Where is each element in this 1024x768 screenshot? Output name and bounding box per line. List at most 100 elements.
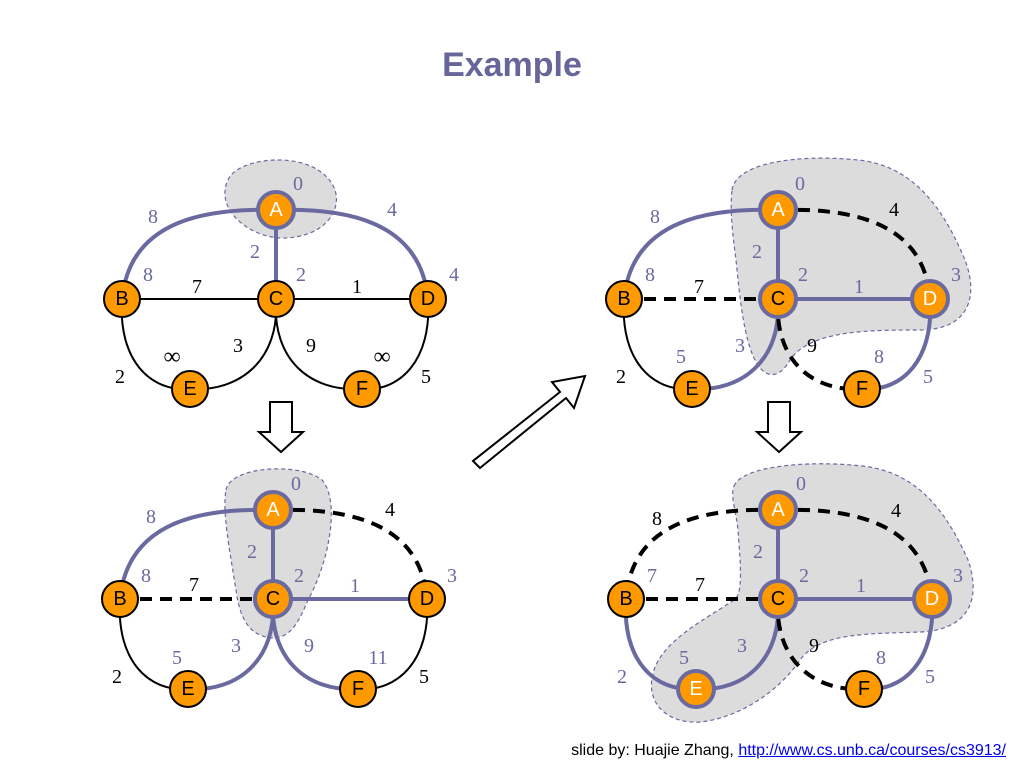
dist-B: 8 xyxy=(141,565,151,587)
node-B xyxy=(605,280,643,318)
diagonal-arrow xyxy=(471,374,587,470)
edge-AB xyxy=(624,507,779,600)
node-B-label: B xyxy=(113,588,126,610)
slide-credit: slide by: Huajie Zhang, http://www.cs.un… xyxy=(571,742,1006,760)
node-A xyxy=(758,190,798,230)
dist-F: 8 xyxy=(876,647,886,669)
node-C xyxy=(253,579,293,619)
node-B xyxy=(101,580,139,618)
node-A xyxy=(256,190,296,230)
edge-AB xyxy=(118,507,274,600)
dist-D: 3 xyxy=(447,565,457,587)
node-B-label: B xyxy=(115,288,128,310)
weight-AC: 2 xyxy=(753,541,763,563)
panel-4: 8 4 2 7 1 2 3 9 5 0 7 2 3 5 8 A B C D E … xyxy=(607,463,974,723)
weight-CE: 3 xyxy=(737,635,747,657)
node-F xyxy=(343,370,381,408)
node-A-label: A xyxy=(771,199,785,221)
weight-AB: 8 xyxy=(146,506,156,528)
weight-BE: 2 xyxy=(112,666,122,688)
node-B xyxy=(103,280,141,318)
weight-CE: 3 xyxy=(233,335,243,357)
dist-C: 2 xyxy=(296,264,306,286)
weight-BE: 2 xyxy=(617,666,627,688)
node-C-label: C xyxy=(266,588,280,610)
node-E-label: E xyxy=(183,378,196,400)
dist-F: 8 xyxy=(874,346,884,368)
node-F xyxy=(843,370,881,408)
node-D-label: D xyxy=(420,588,434,610)
credit-link[interactable]: http://www.cs.unb.ca/courses/cs3913/ xyxy=(738,742,1006,759)
weight-CD: 1 xyxy=(854,276,864,298)
weight-DF: 5 xyxy=(925,666,935,688)
node-A-label: A xyxy=(269,199,283,221)
visited-region xyxy=(730,157,972,376)
weight-CF: 9 xyxy=(807,335,817,357)
edge-AD xyxy=(777,507,934,600)
edge-AD xyxy=(777,207,932,300)
panel-1: 8 4 2 7 1 2 3 9 5 0 8 2 4 ∞ ∞ A B C D E … xyxy=(103,159,459,408)
dist-B: 8 xyxy=(645,264,655,286)
weight-DF: 5 xyxy=(419,666,429,688)
weight-CE: 3 xyxy=(735,335,745,357)
dist-E: 5 xyxy=(172,647,182,669)
weight-AC: 2 xyxy=(752,241,762,263)
node-C-label: C xyxy=(771,288,785,310)
dist-A: 0 xyxy=(291,473,301,495)
weight-BC: 7 xyxy=(694,276,704,298)
node-C xyxy=(758,579,798,619)
node-D xyxy=(408,580,446,618)
node-B-label: B xyxy=(619,588,632,610)
node-E-label: E xyxy=(685,378,698,400)
node-A xyxy=(758,490,798,530)
node-B xyxy=(607,580,645,618)
weight-AB: 8 xyxy=(652,508,662,530)
node-C xyxy=(758,279,798,319)
node-A-label: A xyxy=(771,499,785,521)
node-F xyxy=(845,670,883,708)
weight-CF: 9 xyxy=(306,335,316,357)
weight-CD: 1 xyxy=(856,575,866,597)
weight-DF: 5 xyxy=(421,366,431,388)
dist-D: 4 xyxy=(449,264,459,286)
dist-C: 2 xyxy=(799,565,809,587)
dist-F: 11 xyxy=(368,647,387,669)
weight-CE: 3 xyxy=(231,635,241,657)
edge-AD xyxy=(275,207,430,300)
weight-CD: 1 xyxy=(352,276,362,298)
down-arrow-left xyxy=(256,401,306,454)
node-D xyxy=(912,579,952,619)
node-D xyxy=(409,280,447,318)
weight-BE: 2 xyxy=(616,366,626,388)
slide-title: Example xyxy=(442,46,582,84)
dist-D: 3 xyxy=(951,264,961,286)
weight-AD: 4 xyxy=(891,500,901,522)
dist-E: 5 xyxy=(679,647,689,669)
node-E xyxy=(171,370,209,408)
dist-F: ∞ xyxy=(373,344,390,370)
weight-CF: 9 xyxy=(304,635,314,657)
weight-AB: 8 xyxy=(148,206,158,228)
node-E-label: E xyxy=(689,678,702,700)
weight-CD: 1 xyxy=(350,575,360,597)
node-C-label: C xyxy=(269,288,283,310)
dist-A: 0 xyxy=(796,473,806,495)
weight-BC: 7 xyxy=(695,574,705,596)
weight-AD: 4 xyxy=(889,199,899,221)
weight-DF: 5 xyxy=(923,366,933,388)
weight-BC: 7 xyxy=(192,276,202,298)
node-F-label: F xyxy=(356,378,368,400)
weight-AD: 4 xyxy=(385,499,395,521)
node-C-label: C xyxy=(771,588,785,610)
dist-E: ∞ xyxy=(163,344,180,370)
weight-AD: 4 xyxy=(387,199,397,221)
node-F xyxy=(339,670,377,708)
node-C xyxy=(257,280,295,318)
node-A xyxy=(253,490,293,530)
dist-A: 0 xyxy=(795,173,805,195)
edge-AD xyxy=(272,507,429,600)
node-D-label: D xyxy=(923,288,937,310)
weight-AC: 2 xyxy=(247,541,257,563)
panel-2: 8 4 2 7 1 2 3 9 5 0 8 2 3 5 11 A B C D E… xyxy=(101,468,457,708)
